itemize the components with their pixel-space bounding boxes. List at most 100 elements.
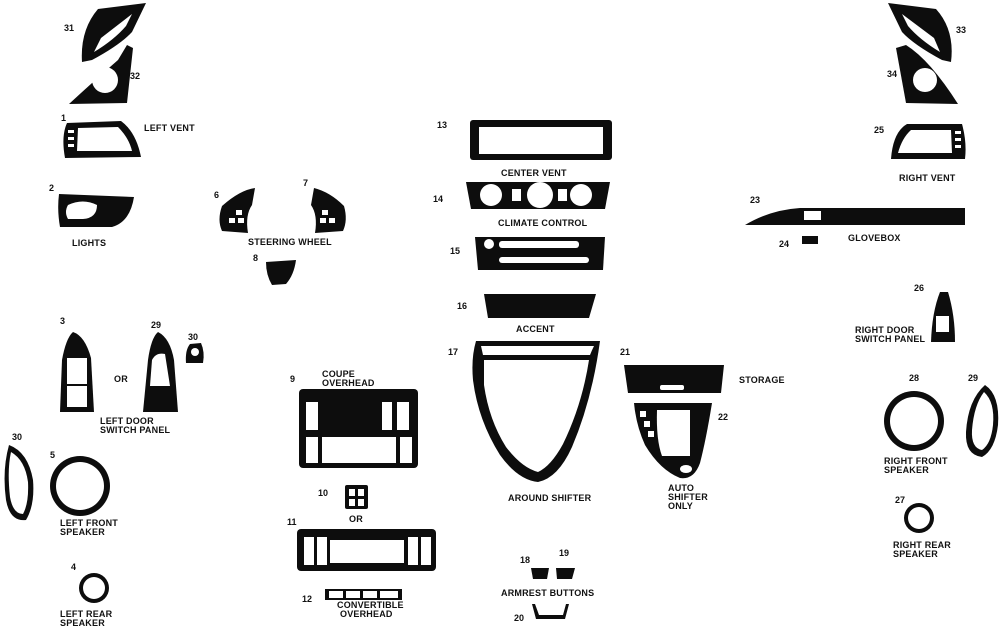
part-9-shape [299,389,418,468]
part-number-7: 7 [303,178,308,188]
part-number-30-left: 30 [12,432,22,442]
part-number-27: 27 [895,495,905,505]
label-left-front-line2: SPEAKER [60,527,105,537]
label-right-front-line2: SPEAKER [884,465,929,475]
label-glovebox: GLOVEBOX [848,233,901,243]
part-30-small-shape [185,343,204,363]
label-convertible-line1: CONVERTIBLE [337,600,404,610]
part-22-shape [634,403,712,479]
part-numbers: 31 32 1 2 6 7 8 3 29 30 30 5 4 9 10 11 1… [12,23,978,623]
section-labels: LEFT VENT LIGHTS STEERING WHEEL OR LEFT … [60,123,956,628]
part-number-3: 3 [60,316,65,326]
part-number-2: 2 [49,183,54,193]
part-12-shape [325,589,402,600]
part-18-shape [531,568,549,579]
part-30-left-shape [4,445,34,521]
label-right-rear-line1: RIGHT REAR [893,540,951,550]
part-number-8: 8 [253,253,258,263]
part-number-24: 24 [779,239,789,249]
part-1-shape [63,121,141,158]
part-10-shape [345,485,368,509]
part-15-shape [475,237,605,270]
label-right-rear-line2: SPEAKER [893,549,938,559]
part-21-shape [624,365,724,393]
part-number-14: 14 [433,194,443,204]
label-around-shifter: AROUND SHIFTER [508,493,592,503]
part-number-17: 17 [448,347,458,357]
label-auto-line1: AUTO [668,483,694,493]
part-5-shape [50,456,110,516]
label-lights: LIGHTS [72,238,106,248]
label-left-door-line1: LEFT DOOR [100,416,154,426]
part-16-shape [484,294,596,318]
label-coupe-line2: OVERHEAD [322,378,375,388]
part-number-25: 25 [874,125,884,135]
label-right-door-line2: SWITCH PANEL [855,334,926,344]
label-storage: STORAGE [739,375,785,385]
part-34-shape [896,45,958,104]
label-or-overhead: OR [349,514,363,524]
part-number-15: 15 [450,246,460,256]
part-number-31: 31 [64,23,74,33]
part-number-33: 33 [956,25,966,35]
label-climate-control: CLIMATE CONTROL [498,218,588,228]
part-19-shape [556,568,575,579]
part-number-1: 1 [61,113,66,123]
part-20-shape [532,604,569,619]
part-number-29-left: 29 [151,320,161,330]
part-number-22: 22 [718,412,728,422]
part-number-16: 16 [457,301,467,311]
label-steering-wheel: STEERING WHEEL [248,237,332,247]
part-31-shape [81,3,146,62]
part-number-4: 4 [71,562,76,572]
label-left-door-line2: SWITCH PANEL [100,425,171,435]
part-number-5: 5 [50,450,55,460]
part-number-30-small: 30 [188,332,198,342]
part-4-shape [79,573,109,603]
part-28-shape [884,391,944,451]
part-number-29-right: 29 [968,373,978,383]
label-auto-line2: SHIFTER [668,492,708,502]
label-left-vent: LEFT VENT [144,123,195,133]
part-8-shape [266,260,296,285]
part-11-shape [297,529,436,571]
label-armrest-buttons: ARMREST BUTTONS [501,588,594,598]
part-25-shape [891,124,966,159]
part-number-32: 32 [130,71,140,81]
part-number-21: 21 [620,347,630,357]
part-32-shape [69,45,133,104]
label-auto-line3: ONLY [668,501,693,511]
label-center-vent: CENTER VENT [501,168,567,178]
part-24-shape [802,236,818,244]
part-number-12: 12 [302,594,312,604]
label-left-rear-line2: SPEAKER [60,618,105,628]
label-left-front-line1: LEFT FRONT [60,518,118,528]
part-number-11: 11 [287,517,297,527]
part-number-10: 10 [318,488,328,498]
part-number-18: 18 [520,555,530,565]
label-left-rear-line1: LEFT REAR [60,609,113,619]
label-or-left-door: OR [114,374,128,384]
part-23-shape [745,208,965,225]
part-number-23: 23 [750,195,760,205]
part-number-34: 34 [887,69,897,79]
part-number-28: 28 [909,373,919,383]
part-17-shape [472,341,600,482]
part-33-shape [888,3,952,62]
label-right-door-line1: RIGHT DOOR [855,325,915,335]
part-3-shape [60,332,94,412]
part-number-6: 6 [214,190,219,200]
part-2-shape [58,194,135,227]
label-right-front-line1: RIGHT FRONT [884,456,948,466]
part-number-13: 13 [437,120,447,130]
part-number-19: 19 [559,548,569,558]
part-13-shape [470,120,612,160]
label-right-vent: RIGHT VENT [899,173,956,183]
part-29-right-shape [965,385,999,457]
part-7-shape [311,188,346,233]
part-number-26: 26 [914,283,924,293]
part-number-20: 20 [514,613,524,623]
label-accent: ACCENT [516,324,555,334]
